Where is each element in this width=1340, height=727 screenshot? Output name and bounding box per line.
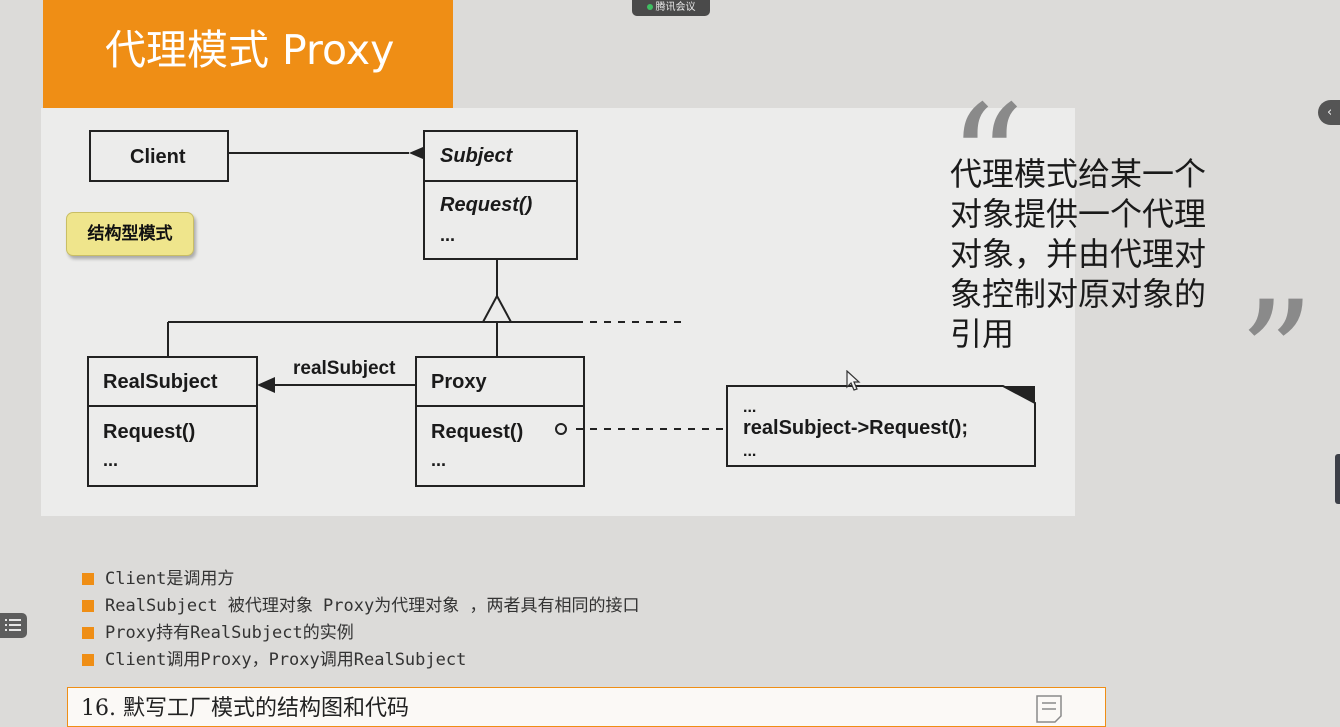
proxy-box (415, 356, 585, 487)
task-text: 16. 默写工厂模式的结构图和代码 (81, 696, 409, 721)
real-subject-op: Request() (103, 421, 195, 443)
proxy-op: Request() (431, 421, 523, 443)
open-quote-mark: “ (948, 74, 1025, 248)
bullet-square-icon (82, 627, 94, 639)
side-panel-toggle[interactable]: ‹ (1318, 100, 1340, 125)
outline-button[interactable] (0, 613, 27, 638)
association-label: realSubject (293, 358, 396, 379)
right-edge-tab[interactable] (1335, 454, 1340, 504)
bullet-square-icon (82, 654, 94, 666)
proxy-more: ... (431, 450, 446, 470)
bullet-text: Client调用Proxy，Proxy调用RealSubject (105, 650, 467, 670)
note-line-2: realSubject->Request(); (743, 417, 968, 439)
subject-op: Request() (440, 194, 533, 216)
note-anchor (555, 423, 567, 435)
client-label: Client (130, 146, 186, 168)
list-icon (5, 619, 21, 631)
title-block: 代理模式 Proxy (43, 0, 453, 108)
real-subject-box (87, 356, 258, 487)
meeting-tab-label: 腾讯会议 (655, 2, 696, 13)
close-quote-mark: ” (1238, 270, 1315, 444)
slide-title: 代理模式 Proxy (105, 26, 395, 74)
uml-diagram: Client Subject Request() ... RealSubject… (41, 108, 1075, 516)
note-fold (1003, 386, 1035, 403)
uml-diagram-svg: Client Subject Request() ... RealSubject… (87, 130, 1036, 487)
arrow-head-open (257, 377, 275, 393)
bullet-text: Client是调用方 (105, 569, 235, 589)
note-box (726, 385, 1036, 467)
mouse-cursor-icon (846, 370, 861, 391)
bullet-square-icon (82, 600, 94, 612)
real-subject-more: ... (103, 450, 118, 470)
bullet-square-icon (82, 573, 94, 585)
note-line-1: ... (743, 399, 756, 416)
proxy-label: Proxy (431, 371, 487, 393)
bullet-item: Proxy持有RealSubject的实例 (81, 620, 639, 647)
real-subject-label: RealSubject (103, 371, 218, 393)
bullet-text: Proxy持有RealSubject的实例 (105, 623, 354, 643)
pattern-type-badge: 结构型模式 (66, 212, 194, 256)
bullet-list: Client是调用方 RealSubject 被代理对象 Proxy为代理对象 … (81, 566, 639, 674)
bullet-item: Client是调用方 (81, 566, 639, 593)
task-bar[interactable]: 16. 默写工厂模式的结构图和代码 (67, 687, 1106, 727)
bullet-text: RealSubject 被代理对象 Proxy为代理对象 ，两者具有相同的接口 (105, 596, 640, 616)
subject-box (423, 130, 578, 260)
note-icon[interactable] (1034, 694, 1066, 724)
definition-quote: 代理模式给某一个对象提供一个代理对象，并由代理对象控制对原对象的引用 (950, 155, 1207, 353)
bullet-item: Client调用Proxy，Proxy调用RealSubject (81, 647, 639, 674)
signal-icon (646, 4, 653, 10)
bullet-item: RealSubject 被代理对象 Proxy为代理对象 ，两者具有相同的接口 (81, 593, 639, 620)
note-line-3: ... (743, 443, 756, 460)
subject-label: Subject (440, 145, 514, 167)
subject-more: ... (440, 225, 455, 245)
chevron-left-icon: ‹ (1327, 105, 1333, 120)
client-box (89, 130, 229, 182)
inheritance-triangle (481, 293, 513, 323)
meeting-tab[interactable]: 腾讯会议 (632, 0, 710, 16)
arrow-head-solid (409, 147, 423, 159)
